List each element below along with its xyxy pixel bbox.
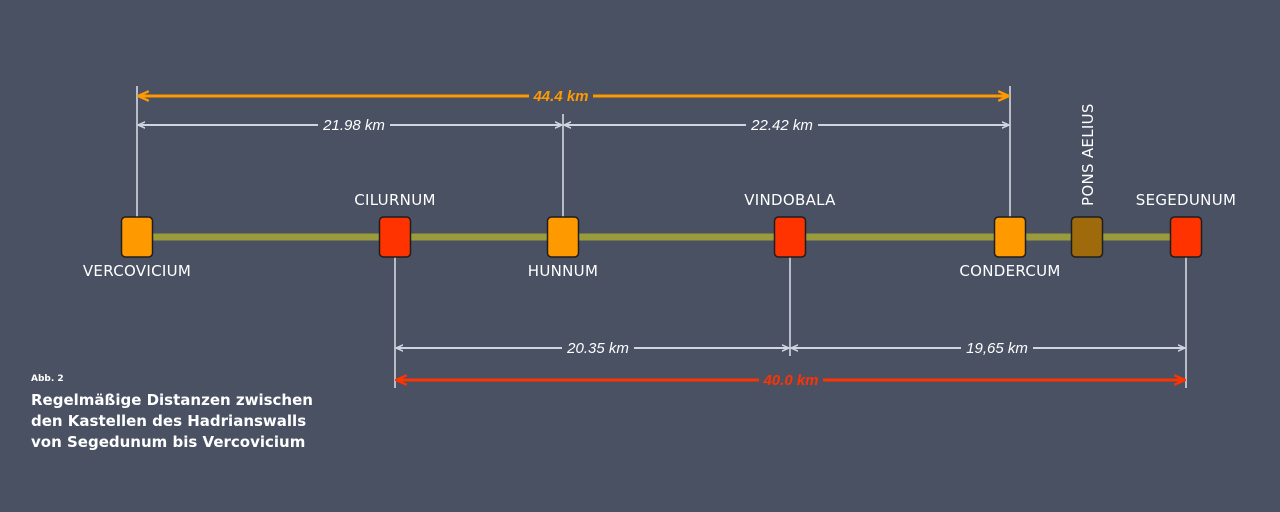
fort-marker-vercovicium <box>120 216 154 258</box>
fort-label-pons-aelius: PONS AELIUS <box>1079 103 1097 206</box>
fort-marker-segedunum <box>1169 216 1203 258</box>
distance-label-vercovicium-condercum: 44.4 km <box>532 88 588 105</box>
figure-number: Abb. 2 <box>31 374 64 384</box>
figure-caption-text: Regelmäßige Distanzen zwischen den Kaste… <box>31 391 313 451</box>
fort-marker-pons-aelius <box>1070 216 1104 258</box>
distance-label-cilurnum-vindobala: 20.35 km <box>566 340 629 357</box>
figure-caption: Abb. 2 Regelmäßige Distanzen zwischen de… <box>31 374 321 453</box>
fort-label-condercum: CONDERCUM <box>959 262 1060 280</box>
distance-label-vercovicium-hunnum: 21.98 km <box>322 117 385 134</box>
distance-label-vindobala-segedunum: 19,65 km <box>966 340 1028 357</box>
distance-label-hunnum-condercum: 22.42 km <box>750 117 813 134</box>
fort-label-cilurnum: CILURNUM <box>354 191 435 209</box>
fort-marker-hunnum <box>546 216 580 258</box>
fort-marker-condercum <box>993 216 1027 258</box>
fort-label-vercovicium: VERCOVICIUM <box>83 262 191 280</box>
fort-label-segedunum: SEGEDUNUM <box>1136 191 1236 209</box>
distance-label-cilurnum-segedunum: 40.0 km <box>762 372 818 389</box>
fort-label-vindobala: VINDOBALA <box>744 191 836 209</box>
fort-marker-cilurnum <box>378 216 412 258</box>
fort-label-hunnum: HUNNUM <box>528 262 598 280</box>
fort-marker-vindobala <box>773 216 807 258</box>
